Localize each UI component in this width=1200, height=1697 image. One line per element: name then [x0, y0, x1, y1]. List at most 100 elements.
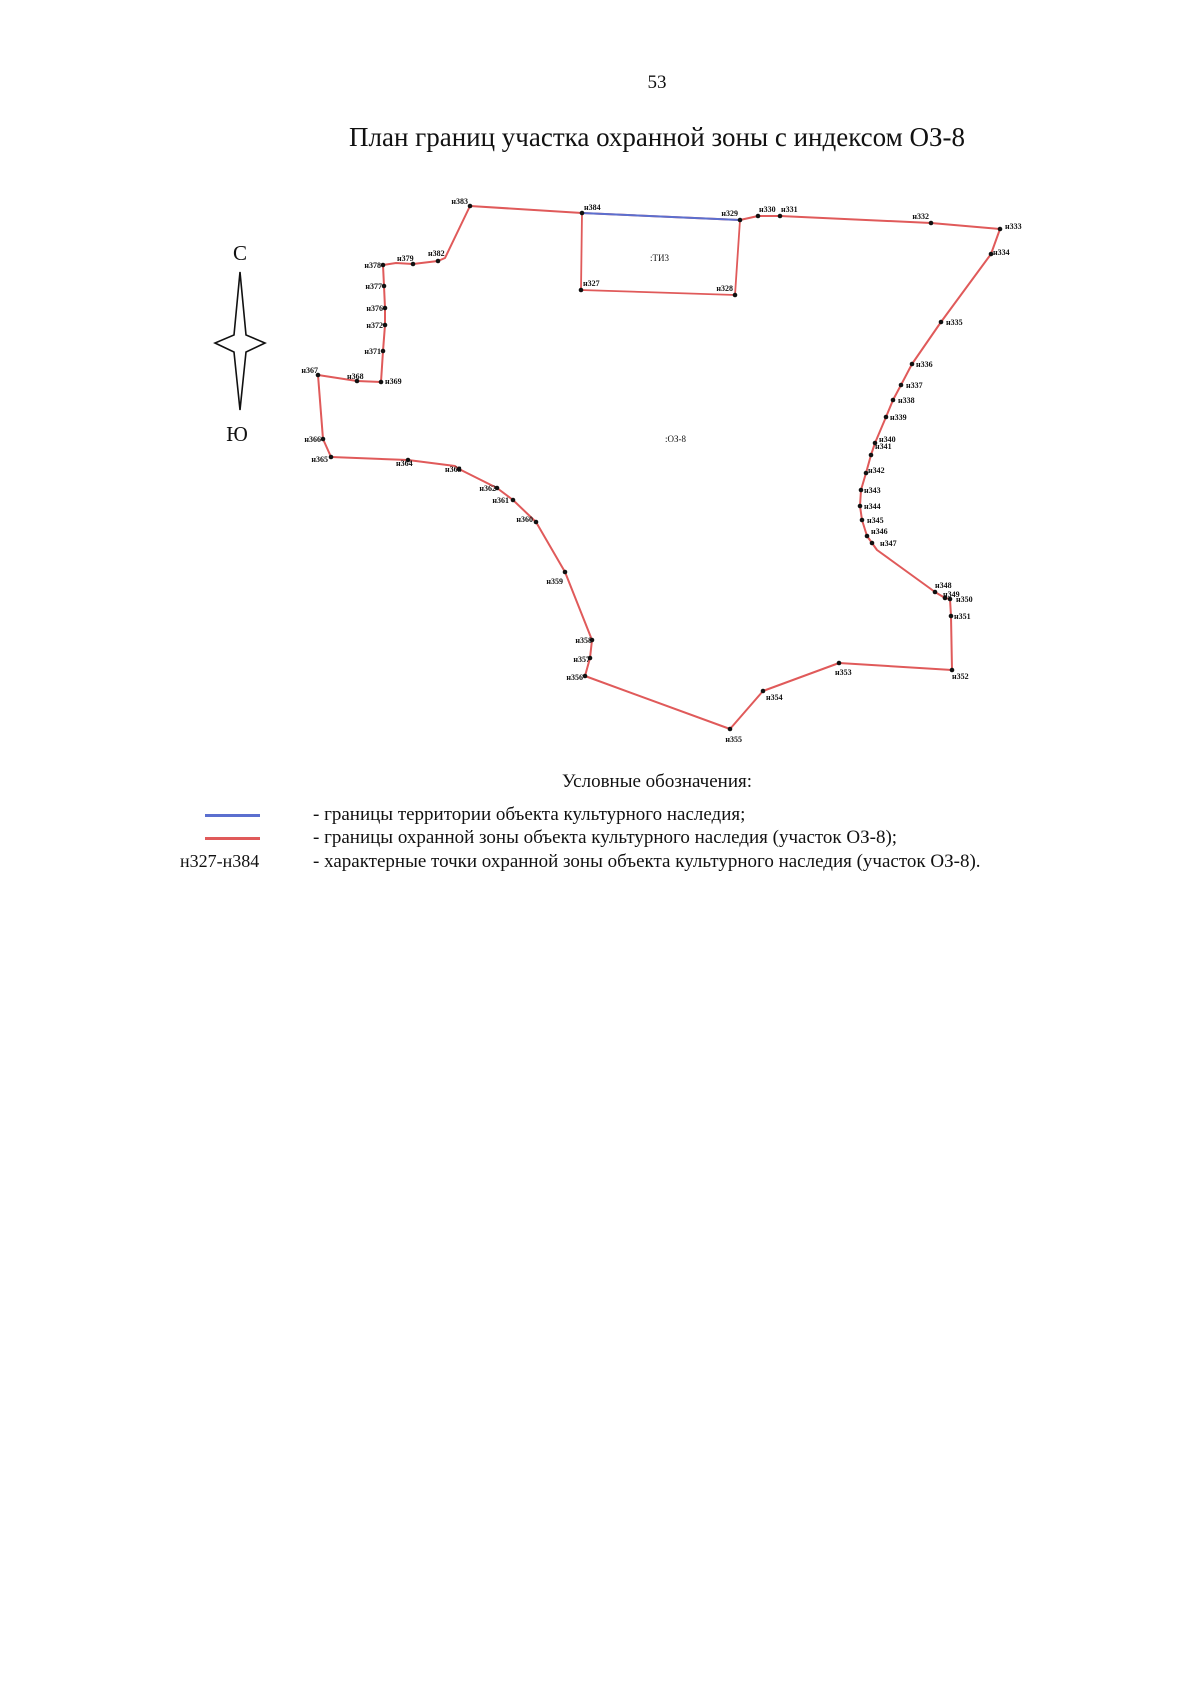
- legend-row-points: н327-н384 - характерные точки охранной з…: [180, 851, 1140, 873]
- boundary-point-marker: [382, 305, 388, 311]
- boundary-point-marker: [997, 226, 1003, 232]
- boundary-point-marker: [872, 440, 878, 446]
- legend-symbol-points: н327-н384: [180, 851, 300, 873]
- boundary-point-label: н353: [835, 668, 852, 677]
- boundary-point-marker: [949, 667, 955, 673]
- boundary-point-label: н331: [781, 205, 798, 214]
- boundary-point-marker: [381, 283, 387, 289]
- compass-north-label: С: [233, 241, 247, 265]
- boundary-point-marker: [467, 203, 473, 209]
- compass-south-label: Ю: [226, 422, 248, 446]
- boundary-point-label: н382: [428, 249, 445, 258]
- boundary-point-label: н347: [880, 539, 897, 548]
- boundary-point-marker: [898, 382, 904, 388]
- boundary-point-marker: [942, 595, 948, 601]
- boundary-point-label: н372: [366, 321, 383, 330]
- boundary-point-label: н333: [1005, 222, 1022, 231]
- boundary-point-label: н356: [566, 673, 583, 682]
- boundary-point-label: н384: [584, 203, 601, 212]
- boundary-point-marker: [947, 596, 953, 602]
- boundary-point-marker: [988, 251, 994, 257]
- boundary-point-label: н349: [943, 590, 960, 599]
- boundary-point-marker: [890, 397, 896, 403]
- protection-zone-boundary: [317, 205, 1001, 730]
- boundary-point-label: н371: [364, 347, 381, 356]
- boundary-point-label: н339: [890, 413, 907, 422]
- boundary-point-marker: [579, 210, 585, 216]
- boundary-point-marker: [948, 613, 954, 619]
- boundary-point-marker: [533, 519, 539, 525]
- boundary-point-label: н327: [583, 279, 600, 288]
- boundary-point-marker: [928, 220, 934, 226]
- boundary-point-marker: [589, 637, 595, 643]
- boundary-point-marker: [755, 213, 761, 219]
- boundary-point-marker: [562, 569, 568, 575]
- legend-text-territory: - границы территории объекта культурного…: [313, 804, 746, 825]
- boundary-point-label: н352: [952, 672, 969, 681]
- boundary-point-label: н365: [311, 455, 328, 464]
- boundary-point-label: н378: [364, 261, 381, 270]
- boundary-point-label: н361: [492, 496, 509, 505]
- boundary-point-marker: [909, 361, 915, 367]
- boundary-point-marker: [382, 322, 388, 328]
- boundary-point-label: н342: [868, 466, 885, 475]
- boundary-point-label: н366: [304, 435, 321, 444]
- boundary-point-label: н335: [946, 318, 963, 327]
- boundary-point-marker: [863, 470, 869, 476]
- boundary-point-marker: [737, 217, 743, 223]
- boundary-point-marker: [777, 213, 783, 219]
- legend-row-zone: - границы охранной зоны объекта культурн…: [180, 827, 1140, 849]
- boundary-point-label: н360: [516, 515, 533, 524]
- boundary-point-marker: [858, 487, 864, 493]
- boundary-point-marker: [869, 540, 875, 546]
- zone-label: :ОЗ-8: [665, 434, 687, 444]
- boundary-point-marker: [410, 261, 416, 267]
- territory-boundary-side: [580, 212, 741, 296]
- boundary-point-label: н359: [546, 577, 563, 586]
- boundary-point-marker: [315, 372, 321, 378]
- boundary-point-label: н345: [867, 516, 884, 525]
- boundary-point-label: н379: [397, 254, 414, 263]
- boundary-point-label: н368: [347, 372, 364, 381]
- boundary-point-marker: [510, 497, 516, 503]
- boundary-point-marker: [938, 319, 944, 325]
- boundary-point-marker: [857, 503, 863, 509]
- boundary-point-label: н329: [721, 209, 738, 218]
- legend-points-code: н327-н384: [180, 851, 260, 871]
- boundary-point-marker: [405, 457, 411, 463]
- boundary-point-marker: [864, 533, 870, 539]
- legend-title: Условные обозначения:: [561, 771, 753, 792]
- legend-row-territory: - границы территории объекта культурного…: [180, 804, 1140, 826]
- boundary-point-marker: [587, 655, 593, 661]
- territory-label: :ТИ3: [650, 253, 669, 263]
- legend-symbol-zone: [180, 827, 300, 849]
- boundary-point-label: н367: [301, 366, 318, 375]
- boundary-point-marker: [328, 454, 334, 460]
- legend-symbol-territory: [180, 804, 300, 826]
- boundary-point-label: н383: [451, 197, 468, 206]
- boundary-point-label: н362: [479, 484, 496, 493]
- boundary-point-marker: [380, 262, 386, 268]
- boundary-point-label: н357: [573, 655, 590, 664]
- boundary-point-marker: [732, 292, 738, 298]
- boundary-point-marker: [760, 688, 766, 694]
- boundary-point-marker: [868, 452, 874, 458]
- boundary-point-marker: [456, 466, 462, 472]
- boundary-point-label: н340: [879, 435, 896, 444]
- boundary-point-label: н338: [898, 396, 915, 405]
- boundary-point-label: н337: [906, 381, 923, 390]
- boundary-point-label: н369: [385, 377, 402, 386]
- boundary-point-label: н346: [871, 527, 888, 536]
- boundary-point-label: н350: [956, 595, 973, 604]
- boundary-point-label: н328: [716, 284, 733, 293]
- boundary-point-label: н358: [575, 636, 592, 645]
- boundary-point-label: н348: [935, 581, 952, 590]
- boundary-point-marker: [320, 436, 326, 442]
- boundary-point-label: н351: [954, 612, 971, 621]
- boundary-point-marker: [494, 485, 500, 491]
- boundary-point-label: н336: [916, 360, 933, 369]
- boundary-point-marker: [883, 414, 889, 420]
- boundary-point-marker: [932, 589, 938, 595]
- boundary-point-label: н364: [396, 459, 413, 468]
